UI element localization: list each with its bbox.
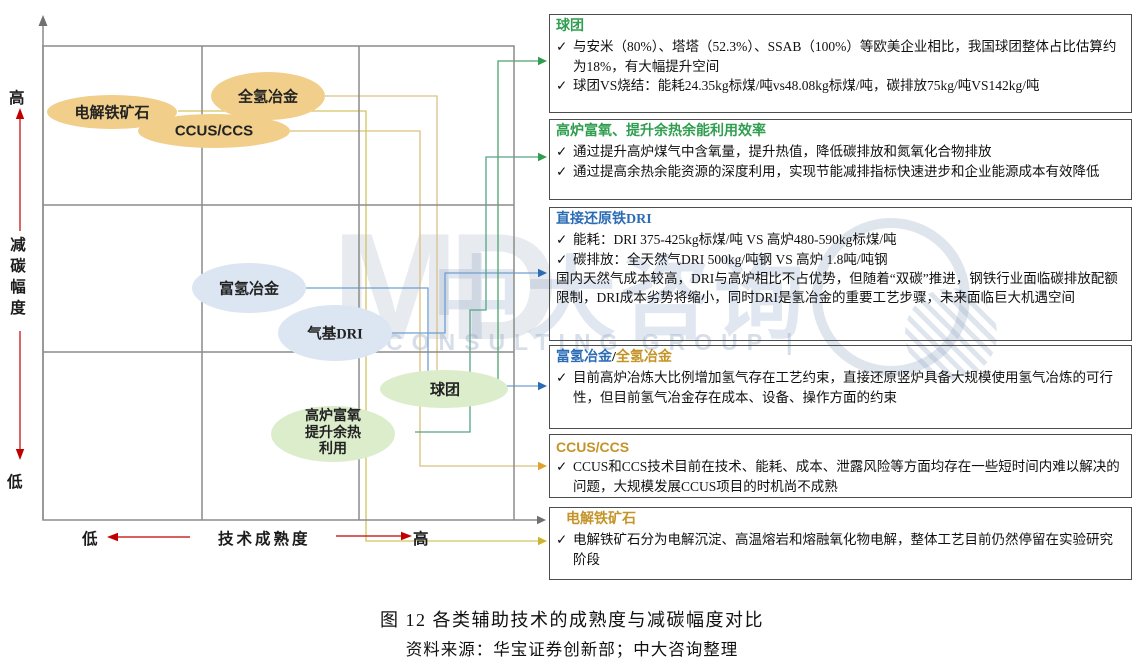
x-axis-arrow — [514, 515, 546, 525]
info-line: ✓ 目前高炉冶炼大比例增加氢气存在工艺约束，直接还原竖炉具备大规模使用氢气冶炼的… — [556, 368, 1123, 407]
info-line: ✓ 碳排放：全天然气DRI 500kg/吨钢 VS 高炉 1.8吨/吨钢 — [556, 250, 1123, 269]
info-line: ✓ 电解铁矿石分为电解沉淀、高温熔岩和熔融氧化物电解，整体工艺目前仍然停留在实验… — [556, 530, 1123, 569]
watermark-latin-text: CONSULTING GROUP | — [386, 329, 802, 355]
bubble-hydrogen-rich-metallurgy — [192, 263, 306, 313]
check-icon: ✓ — [556, 39, 568, 55]
info-line: ✓ 通过提升高炉煤气中含氧量，提升热值，降低碳排放和氮氧化合物排放 — [556, 142, 1123, 161]
bubble-pellet — [380, 370, 508, 408]
check-icon: ✓ — [556, 370, 568, 386]
info-text: 碳排放：全天然气DRI 500kg/吨钢 VS 高炉 1.8吨/吨钢 — [573, 251, 888, 267]
info-text: 能耗：DRI 375-425kg标煤/吨 VS 高炉480-590kg标煤/吨 — [573, 232, 897, 248]
check-icon: ✓ — [556, 251, 568, 267]
info-line: ✓ 通过提高余热余能资源的深度利用，实现节能减排指标快速进步和企业能源成本有效降… — [556, 162, 1123, 181]
bubble-label-pellet: 球团 — [429, 382, 461, 399]
info-text: 与安米（80%）、塔塔（52.3%）、SSAB（100%）等欧美企业相比，我国球… — [573, 39, 1117, 74]
connector-arrowhead-icons — [538, 56, 547, 546]
bubble-label-bf-oxygen-waste-heat: 高炉富氧 提升余热 利用 — [305, 409, 361, 458]
info-box-title: 高炉富氧、提升余热余能利用效率 — [556, 124, 766, 139]
info-box-title: 富氢冶金/全氢冶金 — [556, 348, 1123, 368]
info-text: 电解铁矿石分为电解沉淀、高温熔岩和熔融氧化物电解，整体工艺目前仍然停留在实验研究… — [573, 532, 1113, 567]
technology-bubbles — [47, 72, 508, 462]
bubble-ccus-ccs — [138, 114, 290, 148]
bubble-label-hydrogen-rich-metallurgy: 富氢冶金 — [218, 281, 280, 298]
figure-caption: 图 12 各类辅助技术的成熟度与减碳幅度对比 — [380, 610, 764, 630]
bubble-electrolysis-iron-ore — [47, 95, 177, 129]
info-text: 通过提升高炉煤气中含氧量，提升热值，降低碳排放和氮氧化合物排放 — [573, 144, 992, 160]
x-axis-high-label: 高 — [413, 531, 429, 548]
info-box-title: 电解铁矿石 — [566, 512, 636, 527]
info-paragraph: 国内天然气成本较高，DRI与高炉相比不占优势，但随着“双碳”推进，钢铁行业面临碳… — [556, 271, 1118, 306]
info-text: 通过提高余热余能资源的深度利用，实现节能减排指标快速进步和企业能源成本有效降低 — [573, 163, 1100, 179]
x-axis-title: 技术成熟度 — [218, 531, 311, 548]
red-axis-arrows — [15, 108, 412, 542]
title-separator: / — [612, 350, 616, 365]
info-text: CCUS和CCS技术目前在技术、能耗、成本、泄露风险等方面均存在一些短时间内难以… — [573, 459, 1120, 494]
figure-source: 资料来源：华宝证券创新部；中大咨询整理 — [405, 640, 739, 659]
bubble-gas-based-dri — [278, 305, 392, 361]
bubble-bf-oxygen-waste-heat — [271, 406, 395, 462]
check-icon: ✓ — [556, 144, 568, 160]
info-box-hydrogen-metallurgy: 富氢冶金/全氢冶金 ✓ 目前高炉冶炼大比例增加氢气存在工艺约束，直接还原竖炉具备… — [549, 345, 1132, 429]
bubble-full-hydrogen-metallurgy — [211, 72, 325, 120]
watermark-company-name: 中大咨询 — [432, 250, 808, 350]
info-line: ✓ 球团VS烧结：能耗24.35kg标煤/吨vs48.08kg标煤/吨，碳排放7… — [556, 76, 1123, 95]
x-axis-low-label: 低 — [82, 531, 98, 548]
y-axis-high-label: 高 — [9, 90, 25, 107]
y-axis-low-label: 低 — [7, 474, 23, 491]
info-box-bf-oxygen-waste-heat: 高炉富氧、提升余热余能利用效率 ✓ 通过提升高炉煤气中含氧量，提升热值，降低碳排… — [549, 119, 1132, 200]
info-box-dri: 直接还原铁DRI ✓ 能耗：DRI 375-425kg标煤/吨 VS 高炉480… — [549, 207, 1132, 341]
check-icon: ✓ — [556, 163, 568, 179]
check-icon: ✓ — [556, 459, 568, 475]
info-line: ✓ CCUS和CCS技术目前在技术、能耗、成本、泄露风险等方面均存在一些短时间内… — [556, 457, 1123, 496]
bubble-label-full-hydrogen-metallurgy: 全氢冶金 — [237, 89, 299, 106]
info-line: ✓ 能耗：DRI 375-425kg标煤/吨 VS 高炉480-590kg标煤/… — [556, 230, 1123, 249]
info-text: 目前高炉冶炼大比例增加氢气存在工艺约束，直接还原竖炉具备大规模使用氢气冶炼的可行… — [573, 370, 1113, 405]
info-text: 球团VS烧结：能耗24.35kg标煤/吨vs48.08kg标煤/吨，碳排放75k… — [573, 78, 1040, 94]
bubble-label-electrolysis-iron-ore: 电解铁矿石 — [74, 105, 150, 122]
watermark-hatch-circle-icon — [905, 288, 997, 380]
info-box-electrolysis-iron-ore: 电解铁矿石 ✓ 电解铁矿石分为电解沉淀、高温熔岩和熔融氧化物电解，整体工艺目前仍… — [549, 507, 1132, 580]
y-axis-title: 减碳幅度 — [10, 237, 26, 317]
info-box-pellet-title: 球团 — [556, 19, 584, 34]
info-box-title: CCUS/CCS — [556, 439, 630, 455]
title-part-full-hydrogen: 全氢冶金 — [615, 350, 672, 365]
bubble-label-gas-based-dri: 气基DRI — [307, 326, 363, 343]
info-line: ✓ 与安米（80%）、塔塔（52.3%）、SSAB（100%）等欧美企业相比，我… — [556, 37, 1123, 76]
watermark-emblem-icon — [812, 218, 970, 376]
check-icon: ✓ — [556, 78, 568, 94]
y-axis-arrow — [38, 15, 48, 520]
bubble-label-ccus-ccs: CCUS/CCS — [174, 122, 254, 140]
info-box-title: 直接还原铁DRI — [556, 212, 652, 227]
title-part-hydrogen-rich: 富氢冶金 — [556, 350, 612, 365]
check-icon: ✓ — [556, 232, 568, 248]
check-icon: ✓ — [556, 532, 568, 548]
info-box-pellet: 球团 ✓ 与安米（80%）、塔塔（52.3%）、SSAB（100%）等欧美企业相… — [549, 14, 1132, 113]
info-box-ccus-ccs: CCUS/CCS ✓ CCUS和CCS技术目前在技术、能耗、成本、泄露风险等方面… — [549, 434, 1132, 498]
